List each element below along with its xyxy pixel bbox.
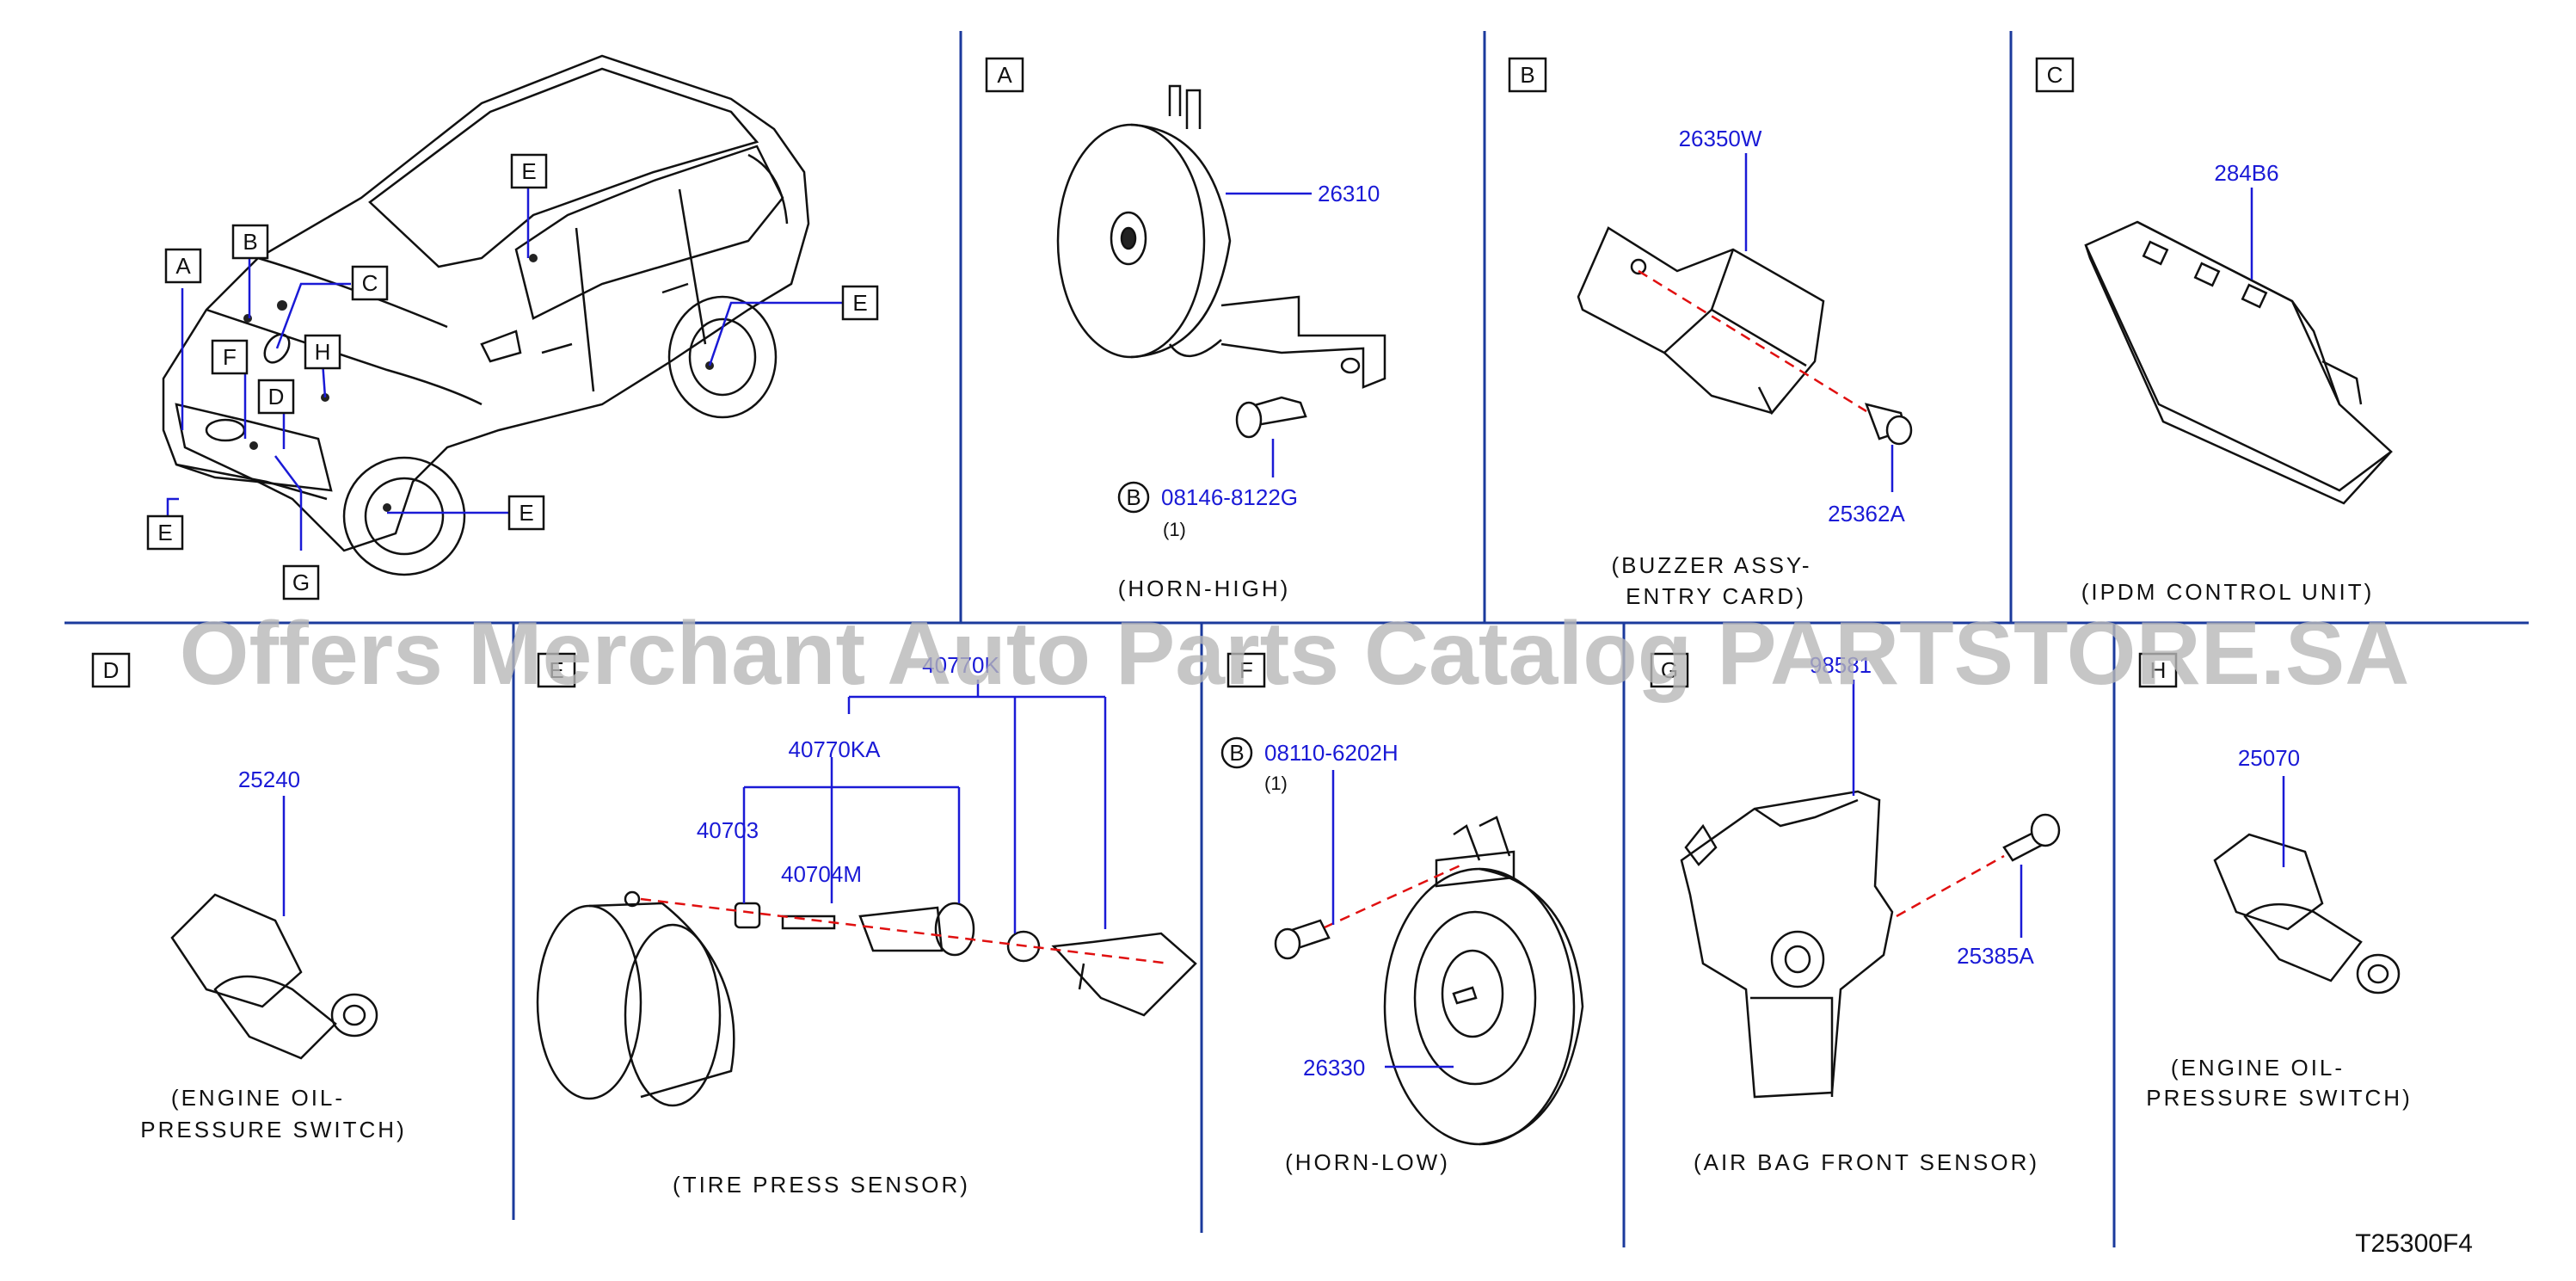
panel-d: D 25240 (ENGINE OIL- PRESSURE SWITCH) (91, 652, 406, 1142)
caption-buzzer-line1: (BUZZER ASSY- (1611, 552, 1811, 578)
location-label-h[interactable]: H (315, 339, 331, 365)
part-25240[interactable]: 25240 (238, 767, 300, 792)
part-08146-8122g[interactable]: 08146-8122G (1161, 484, 1298, 510)
air-bag-sensor-illustration (1680, 790, 2061, 1099)
caption-tire-sensor: (TIRE PRESS SENSOR) (673, 1172, 970, 1198)
panel-e: E 40770K 40770K (536, 652, 1197, 1198)
part-26310[interactable]: 26310 (1318, 181, 1380, 206)
panel-letter-g: G (1661, 657, 1678, 683)
panel-h: H 25070 (ENGINE OIL- PRESSURE SWITCH) (2138, 652, 2412, 1111)
part-40703[interactable]: 40703 (697, 817, 759, 843)
part-40770k[interactable]: 40770K (922, 652, 999, 678)
panel-letter-e: E (549, 657, 563, 683)
caption-horn-high: (HORN-HIGH) (1118, 576, 1291, 601)
part-284b6[interactable]: 284B6 (2214, 160, 2278, 186)
panel-dividers (65, 31, 2529, 1247)
oil-switch-d-illustration (170, 893, 378, 1060)
part-25385a[interactable]: 25385A (1957, 943, 2034, 969)
part-08110-6202h[interactable]: 08110-6202H (1264, 740, 1399, 766)
location-label-e-rear[interactable]: E (852, 290, 867, 316)
panel-letter-a: A (997, 62, 1012, 88)
bolt-marker-a: B (1126, 484, 1140, 510)
ipdm-illustration (2084, 220, 2393, 505)
qty-a: (1) (1163, 519, 1186, 540)
panel-letter-c: C (2047, 62, 2063, 88)
location-label-d[interactable]: D (268, 384, 285, 410)
location-label-e-roof[interactable]: E (521, 158, 536, 184)
location-labels: A B C D E F G H E E E (146, 153, 879, 600)
panel-c: C 284B6 (IPDM CONTROL UNIT) (2035, 57, 2393, 605)
caption-oil-switch-h-line1: (ENGINE OIL- (2171, 1055, 2345, 1081)
location-label-a[interactable]: A (175, 253, 191, 279)
caption-oil-switch-h-line2: PRESSURE SWITCH) (2146, 1085, 2412, 1111)
watermark: Offers Merchant Auto Parts Catalog PARTS… (180, 604, 2410, 704)
part-25362a[interactable]: 25362A (1828, 501, 1905, 527)
caption-air-bag-sensor: (AIR BAG FRONT SENSOR) (1694, 1149, 2039, 1175)
horn-low-illustration (1274, 816, 1584, 1146)
caption-oil-switch-d-line1: (ENGINE OIL- (171, 1085, 345, 1111)
location-label-f[interactable]: F (223, 344, 237, 370)
caption-oil-switch-d-line2: PRESSURE SWITCH) (140, 1117, 406, 1142)
vehicle-overview: A B C D E F G H E E E (146, 54, 879, 600)
oil-switch-h-illustration (2213, 833, 2401, 995)
location-label-g[interactable]: G (292, 570, 310, 595)
horn-high-illustration (1056, 84, 1386, 439)
part-40704m[interactable]: 40704M (781, 861, 862, 887)
part-26350w[interactable]: 26350W (1679, 126, 1762, 151)
part-40770ka[interactable]: 40770KA (789, 736, 882, 762)
drawing-code: T25300F4 (2355, 1229, 2473, 1258)
caption-horn-low: (HORN-LOW) (1285, 1149, 1450, 1175)
caption-buzzer-line2: ENTRY CARD) (1626, 583, 1806, 609)
tire-sensor-illustration (536, 890, 1197, 1107)
location-label-c[interactable]: C (362, 270, 378, 296)
panel-b: B 26350W 25362A (BUZZER ASSY- ENTRY CARD… (1508, 57, 1913, 609)
caption-ipdm: (IPDM CONTROL UNIT) (2081, 579, 2375, 605)
location-label-e-wheel[interactable]: E (519, 500, 533, 526)
part-26330[interactable]: 26330 (1303, 1055, 1365, 1081)
panel-letter-f: F (1239, 657, 1253, 683)
qty-f: (1) (1264, 773, 1288, 794)
panel-letter-d: D (103, 657, 120, 683)
part-25070[interactable]: 25070 (2238, 745, 2300, 771)
panel-letter-h: H (2150, 657, 2167, 683)
panel-letter-b: B (1520, 62, 1534, 88)
part-98581[interactable]: 98581 (1810, 652, 1872, 678)
bolt-marker-f: B (1229, 740, 1244, 766)
location-label-e-front[interactable]: E (157, 520, 172, 545)
panel-a: A 26310 B 08146-8122G (1) (HORN-HIGH) (985, 57, 1386, 601)
panel-g: G 98581 25385A (AIR BAG FRONT SENSOR) (1650, 652, 2061, 1175)
location-label-b[interactable]: B (243, 229, 257, 255)
buzzer-illustration (1577, 226, 1913, 446)
panel-f: F B 08110-6202H (1) 26330 (HORN-LOW) (1220, 652, 1584, 1175)
